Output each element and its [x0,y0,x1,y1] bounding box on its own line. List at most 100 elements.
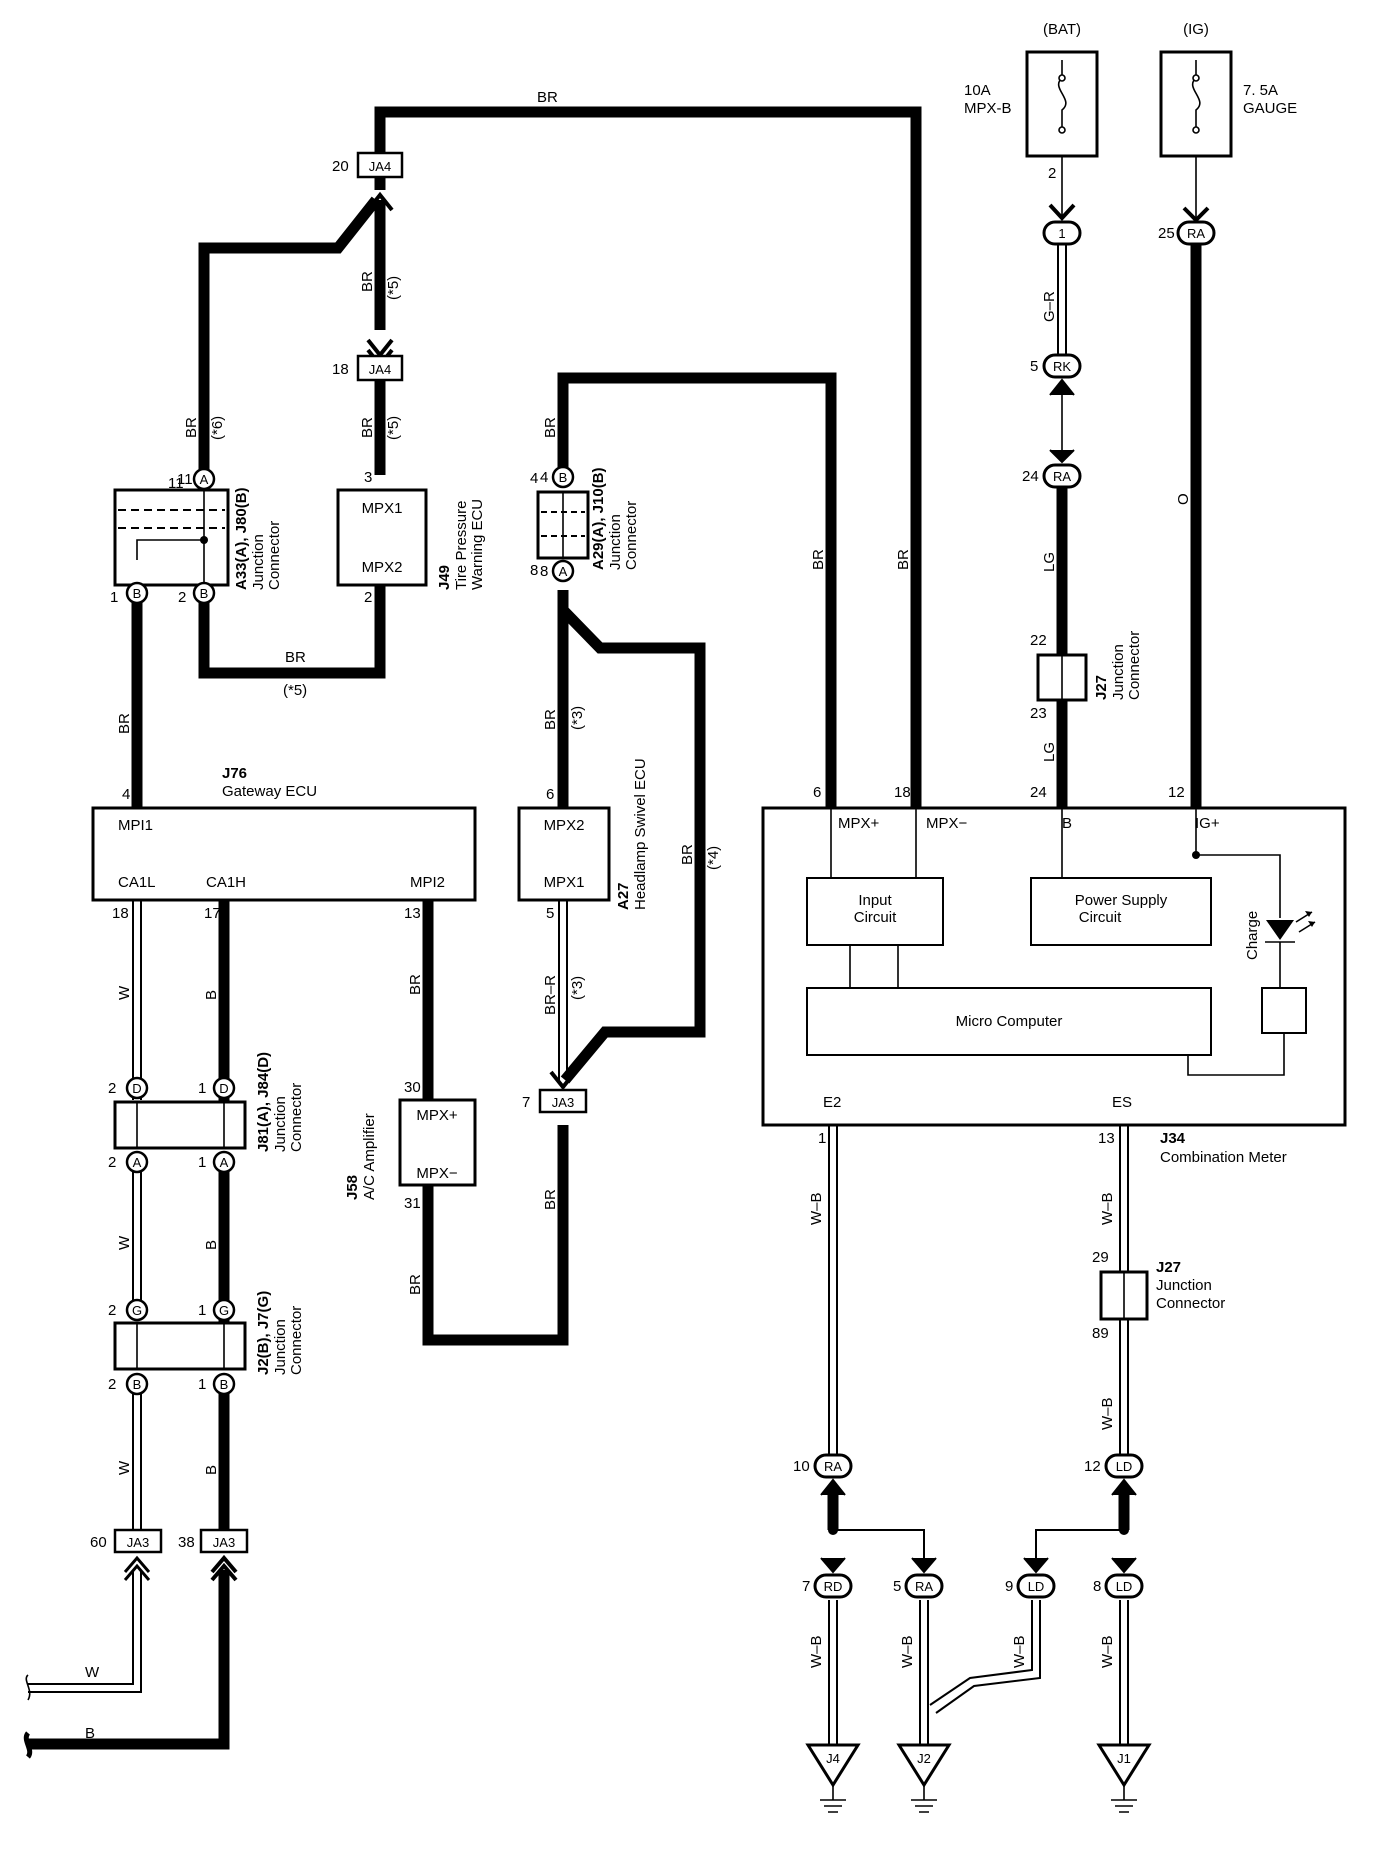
svg-text:23: 23 [1030,705,1047,722]
svg-text:JA4: JA4 [369,159,391,174]
svg-text:CA1H: CA1H [206,874,246,891]
svg-text:Headlamp Swivel ECU: Headlamp Swivel ECU [632,758,649,910]
svg-text:J34: J34 [1160,1130,1186,1147]
ja3-connector-b: JA3 38 [178,1528,249,1582]
pin-a2: A2 [108,1150,149,1174]
pin-a8: A [551,559,575,583]
svg-text:RK: RK [1053,359,1071,374]
pin-d2: D2 [108,1076,149,1100]
fuse-gauge-name: GAUGE [1243,100,1297,117]
pin-g1: G1 [198,1298,236,1322]
svg-text:G: G [219,1303,229,1318]
svg-text:18: 18 [894,784,911,801]
svg-text:LD: LD [1116,1459,1133,1474]
svg-text:W: W [85,1664,100,1681]
svg-text:MPX1: MPX1 [362,500,403,517]
svg-text:W: W [116,1235,133,1250]
svg-text:22: 22 [1030,632,1047,649]
svg-text:J81(A), J84(D): J81(A), J84(D) [255,1052,272,1152]
svg-text:MPI1: MPI1 [118,817,153,834]
svg-text:B: B [220,1377,229,1392]
br-wire-j49-a33 [198,580,386,679]
svg-text:A/C Amplifier: A/C Amplifier [361,1113,378,1200]
j34-combination-meter: MPX+ MPX− B IG+ E2 ES 6 18 24 12 1 13 J3… [761,784,1347,1166]
ja4-connector-top: JA4 20 [332,151,404,212]
svg-text:G–R: G–R [1041,291,1058,322]
svg-text:J49: J49 [436,565,453,590]
svg-text:12: 12 [1084,1458,1101,1475]
fuse-bat-supply: (BAT) [1043,21,1081,38]
svg-text:MPX+: MPX+ [416,1107,458,1124]
svg-text:BR: BR [537,89,558,106]
svg-text:W–B: W–B [808,1192,825,1225]
connector-rd7: RD 7 [802,1557,853,1599]
svg-text:25: 25 [1158,225,1175,242]
svg-text:BR: BR [810,549,827,570]
svg-text:Combination Meter: Combination Meter [1160,1149,1287,1166]
svg-text:30: 30 [404,1079,421,1096]
svg-text:BR: BR [679,844,696,865]
svg-text:Gateway ECU: Gateway ECU [222,783,317,800]
wb-wires [827,1125,1130,1745]
ja3-connector-w: JA3 60 [90,1528,163,1581]
svg-text:Charge: Charge [1244,911,1261,960]
svg-text:J27: J27 [1156,1259,1181,1276]
pin-g2: G2 [108,1298,149,1322]
svg-text:8: 8 [540,563,548,580]
svg-text:(*6): (*6) [209,416,226,440]
svg-text:W–B: W–B [808,1635,825,1668]
svg-text:24: 24 [1022,468,1039,485]
j2-junction-connector: J2(B), J7(G) Junction Connector [113,1291,305,1375]
svg-text:1: 1 [198,1376,206,1393]
svg-text:2: 2 [108,1080,116,1097]
svg-text:J1: J1 [1117,1751,1131,1766]
svg-text:J2(B), J7(G): J2(B), J7(G) [255,1291,272,1375]
svg-text:(*5): (*5) [385,416,402,440]
connector-ra10: RA 10 [793,1453,853,1496]
svg-text:10: 10 [793,1458,810,1475]
svg-text:(*3): (*3) [569,976,586,1000]
svg-text:W: W [116,1460,133,1475]
svg-text:7: 7 [522,1094,530,1111]
svg-text:B: B [133,1377,142,1392]
svg-text:1: 1 [198,1080,206,1097]
svg-text:D: D [132,1081,141,1096]
svg-text:MPX2: MPX2 [362,559,403,576]
svg-text:RD: RD [824,1579,843,1594]
svg-text:RA: RA [1053,469,1071,484]
fuse-gauge: (IG) 7. 5A GAUGE [1159,21,1297,158]
svg-text:MPX−: MPX− [926,815,968,832]
wire-labels: BR BR (*5) BR (*6) BR (*5) BR (*5) BR BR… [85,89,1192,1742]
svg-text:89: 89 [1092,1325,1109,1342]
svg-text:Junction: Junction [607,514,624,570]
svg-text:17: 17 [204,905,221,922]
svg-text:11: 11 [177,471,193,488]
svg-text:JA4: JA4 [369,362,391,377]
svg-text:2: 2 [108,1302,116,1319]
svg-text:Input: Input [858,892,892,909]
ja4-connector-bottom: JA4 18 [332,338,404,382]
svg-text:RA: RA [915,1579,933,1594]
svg-text:Junction: Junction [250,534,267,590]
svg-text:IG+: IG+ [1195,815,1220,832]
svg-text:B: B [1062,815,1072,832]
svg-text:B: B [133,586,142,601]
svg-text:13: 13 [1098,1130,1115,1147]
fuse-mpx-b: (BAT) 10A MPX-B 2 [964,21,1099,182]
svg-text:1: 1 [198,1302,206,1319]
svg-text:Circuit: Circuit [854,909,897,926]
svg-text:E2: E2 [823,1094,841,1111]
a33-junction-connector: A33(A), J80(B) Junction Connector 11 1 2 [110,475,283,606]
svg-text:B: B [203,1465,220,1475]
svg-text:9: 9 [1005,1578,1013,1595]
svg-text:Connector: Connector [1156,1295,1225,1312]
svg-text:4: 4 [122,786,130,803]
svg-text:(*4): (*4) [705,846,722,870]
svg-text:Micro Computer: Micro Computer [956,1013,1063,1030]
svg-text:1: 1 [198,1154,206,1171]
ground-j1: J1 [1096,1743,1152,1813]
svg-text:J27: J27 [1093,675,1110,700]
br-wire-j58-ja3 [422,1125,569,1346]
svg-text:A29(A), J10(B): A29(A), J10(B) [590,467,607,570]
a27-headlamp-swivel-ecu: MPX2 MPX1 6 5 A27 Headlamp Swivel ECU [517,758,649,922]
